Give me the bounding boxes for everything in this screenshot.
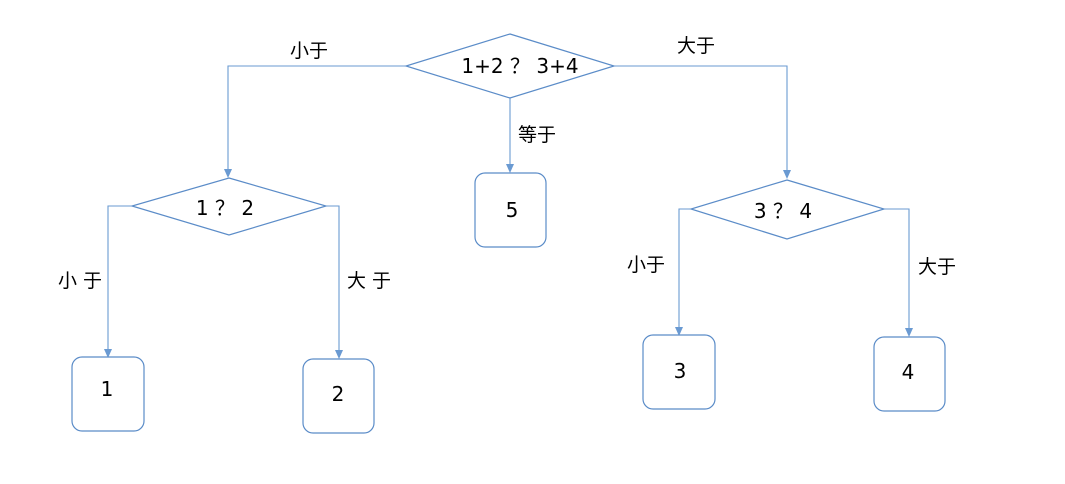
edge-right-less (678, 208, 691, 328)
arrowhead-root-greater (783, 170, 791, 179)
edge-label-root-equal: 等于 (518, 124, 556, 146)
arrowhead-root-equal (506, 164, 514, 173)
decision-right-label: 3 ？ 4 (754, 199, 812, 223)
edge-left-greater (326, 205, 340, 351)
edge-left-less (107, 205, 132, 350)
decision-left-label: 1 ？ 2 (196, 196, 254, 220)
decision-right (688, 179, 887, 240)
result-box-5 (474, 172, 547, 248)
result-box-4 (873, 336, 946, 412)
result-box-1 (71, 356, 145, 432)
edge-root-less (227, 65, 406, 170)
edge-label-left-greater: 大 于 (347, 270, 391, 292)
arrowhead-left-greater (335, 350, 343, 359)
result-box-3 (642, 334, 716, 410)
decision-root-label: 1+2 ？ 3+4 (461, 54, 578, 78)
arrowhead-right-less (675, 327, 683, 336)
arrowhead-right-greater (905, 328, 913, 337)
result-label-4: 4 (902, 360, 915, 384)
result-label-5: 5 (506, 198, 519, 222)
edge-root-greater (614, 65, 788, 171)
edge-right-greater (884, 208, 910, 329)
result-label-2: 2 (332, 382, 345, 406)
edge-label-root-greater: 大于 (677, 35, 715, 57)
edge-label-right-less: 小于 (627, 254, 665, 276)
edge-label-right-greater: 大于 (918, 256, 956, 278)
arrowhead-left-less (104, 349, 112, 358)
edge-label-root-less: 小于 (290, 40, 328, 62)
result-label-1: 1 (101, 377, 114, 401)
arrowhead-root-less (224, 169, 232, 178)
result-box-2 (302, 358, 375, 434)
decision-root (403, 33, 617, 99)
decision-left (129, 177, 329, 236)
result-label-3: 3 (674, 359, 687, 383)
edge-label-left-less: 小 于 (58, 270, 102, 292)
